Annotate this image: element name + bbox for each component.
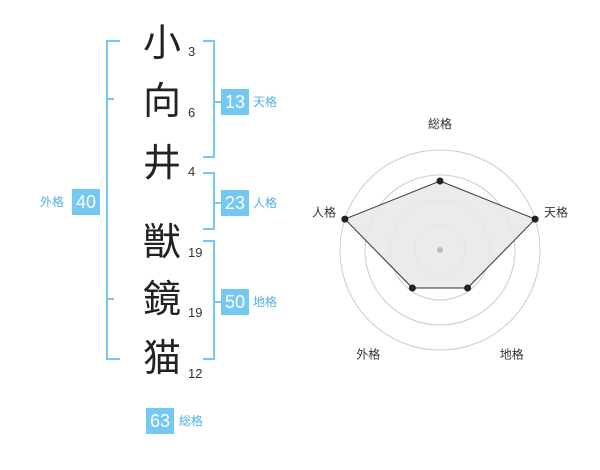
stroke-count-6: 12 <box>188 366 203 381</box>
radar-axis-label-5: 人格 <box>312 204 336 219</box>
radar-point-2 <box>531 215 539 223</box>
radar-axis-label-2: 天格 <box>544 204 568 219</box>
jinkaku-bracket-bottom <box>203 228 215 230</box>
stroke-count-3: 4 <box>188 164 196 179</box>
chikaku-value-badge: 50 <box>221 289 249 315</box>
chikaku-bracket-top <box>203 240 215 242</box>
tenkaku-value-badge: 13 <box>221 89 249 115</box>
radar-axis-label-3: 地格 <box>500 347 524 362</box>
name-char-5: 鏡 <box>142 277 181 321</box>
outer-bracket-vertical <box>106 40 108 360</box>
jinkaku-value-badge: 23 <box>221 190 249 216</box>
jinkaku-label: 人格 <box>253 196 278 210</box>
chikaku-label: 地格 <box>253 295 278 309</box>
chikaku-bracket-bottom <box>203 358 215 360</box>
chikaku-connector <box>213 301 221 303</box>
chikaku-bracket-vertical <box>213 240 215 360</box>
tenkaku-label: 天格 <box>253 95 278 109</box>
tenkaku-bracket-top <box>203 40 215 42</box>
name-char-6: 猫 <box>142 336 181 380</box>
outer-bracket-bottom <box>106 358 120 360</box>
stroke-count-5: 19 <box>188 305 203 320</box>
gaikaku-label: 外格 <box>40 195 65 209</box>
soukaku-label: 総格 <box>179 414 204 428</box>
radar-data-area <box>344 180 536 289</box>
radar-axis-label-4: 外格 <box>356 347 380 362</box>
soukaku-value-badge: 63 <box>146 408 174 434</box>
tenkaku-connector <box>213 101 221 103</box>
jinkaku-connector <box>213 202 221 204</box>
jinkaku-bracket-top <box>203 172 215 174</box>
name-char-1: 小 <box>142 21 181 65</box>
radar-point-3 <box>464 284 472 292</box>
radar-point-1 <box>436 177 444 185</box>
radar-point-5 <box>341 215 349 223</box>
radar-point-4 <box>408 284 416 292</box>
tenkaku-bracket-vertical <box>213 40 215 158</box>
radar-center-dot <box>437 247 443 253</box>
name-char-2: 向 <box>142 79 181 123</box>
radar-data-points <box>341 177 539 292</box>
jinkaku-bracket-vertical <box>213 172 215 230</box>
stroke-count-2: 6 <box>188 105 196 120</box>
radar-grid-ring <box>339 149 541 351</box>
gaikaku-value-badge: 40 <box>72 189 100 215</box>
name-char-4: 獣 <box>142 220 181 264</box>
stroke-count-1: 3 <box>188 44 196 59</box>
stroke-count-4: 19 <box>188 245 203 260</box>
outer-bracket-tick-1 <box>106 98 114 100</box>
name-char-3: 井 <box>142 141 181 185</box>
tenkaku-bracket-bottom <box>203 156 215 158</box>
radar-axis-label-1: 総格 <box>428 116 452 131</box>
radar-grid-ring <box>364 174 516 326</box>
outer-bracket-tick-2 <box>106 298 114 300</box>
outer-bracket-top <box>106 40 120 42</box>
